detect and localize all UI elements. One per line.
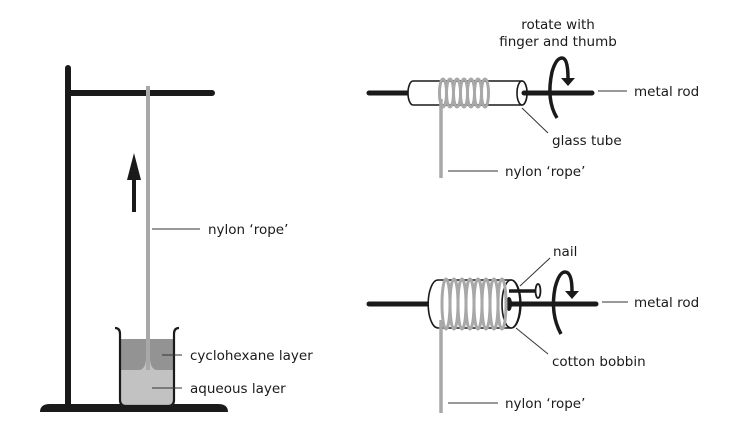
bottom-right-apparatus: nail metal rod cotton bobbin nylon ‘rope… [366,244,699,413]
nail-icon [509,283,542,299]
rotate-arrow-icon [548,56,575,119]
label-rotate-line2: finger and thumb [499,34,617,50]
bobbin-leader [515,327,549,355]
label-nylon-rope-left: nylon ‘rope’ [208,222,288,238]
label-rotate-line1: rotate with [521,17,595,33]
pull-up-arrow-icon [127,153,141,212]
rope-coil [496,277,508,331]
top-right-apparatus: rotate with finger and thumb metal rod g… [366,17,699,180]
label-metal-rod-top: metal rod [634,84,699,100]
rotate-arrow-icon-bottom [551,270,579,335]
stand-base [40,404,228,412]
rope-coils-top [438,77,490,109]
label-glass-tube: glass tube [552,133,622,149]
label-nylon-rope-top: nylon ‘rope’ [505,164,585,180]
label-metal-rod-bottom: metal rod [634,295,699,311]
label-cotton-bobbin: cotton bobbin [552,354,646,370]
beaker [114,326,180,408]
nail-leader [519,257,551,287]
label-aqueous-layer: aqueous layer [190,381,286,397]
rope-coils-bottom [440,277,508,331]
rope-coil [480,77,490,109]
label-nylon-rope-bottom: nylon ‘rope’ [505,396,585,412]
label-nail: nail [553,244,577,260]
label-cyclohexane-layer: cyclohexane layer [190,348,313,364]
tube-leader [521,107,549,134]
left-apparatus: nylon ‘rope’ cyclohexane layer aqueous l… [40,65,313,412]
